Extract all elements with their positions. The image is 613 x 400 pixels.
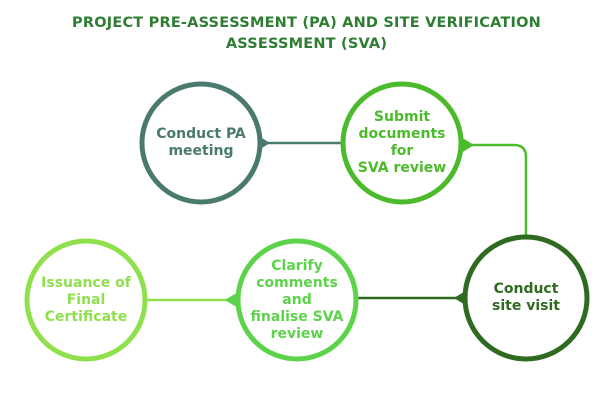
step-label-final-cert: Issuance of Final Certificate — [31, 260, 141, 340]
step-label-clarify: Clarify comments and finalise SVA review — [242, 257, 352, 342]
step-label-submit-docs: Submit documents for SVA review — [347, 103, 457, 183]
step-circle-site-visit — [462, 234, 590, 362]
connector-submit-to-site-visit — [462, 143, 528, 245]
step-text: Conduct — [493, 281, 559, 297]
step-text: Conduct PA — [156, 126, 246, 142]
step-text: Clarify — [271, 257, 323, 274]
step-circle-clarify — [235, 238, 359, 362]
step-text: Certificate — [44, 308, 128, 325]
step-circle-pa-meeting — [139, 81, 263, 205]
step-text: review — [270, 325, 324, 342]
step-text: meeting — [168, 143, 234, 159]
step-text: finalise SVA — [250, 308, 344, 325]
title-line-2: ASSESSMENT (SVA) — [225, 36, 388, 52]
step-text: Final — [66, 291, 106, 308]
arrowhead-clarify — [225, 292, 238, 308]
step-label-pa-meeting: Conduct PA meeting — [146, 103, 256, 183]
step-circle-submit-docs — [340, 81, 464, 205]
step-text: SVA review — [357, 160, 447, 176]
step-text: documents for — [358, 126, 446, 159]
diagram-title: PROJECT PRE-ASSESSMENT (PA) AND SITE VER… — [0, 13, 613, 55]
step-text: comments and — [256, 274, 338, 308]
arrowhead-submit-docs — [461, 137, 474, 153]
step-text: Issuance of — [41, 274, 131, 291]
title-line-1: PROJECT PRE-ASSESSMENT (PA) AND SITE VER… — [72, 15, 541, 31]
step-circle-final-cert — [24, 238, 148, 362]
step-text: site visit — [492, 298, 560, 314]
step-text: Submit — [373, 109, 431, 125]
step-label-site-visit: Conduct site visit — [471, 258, 581, 338]
